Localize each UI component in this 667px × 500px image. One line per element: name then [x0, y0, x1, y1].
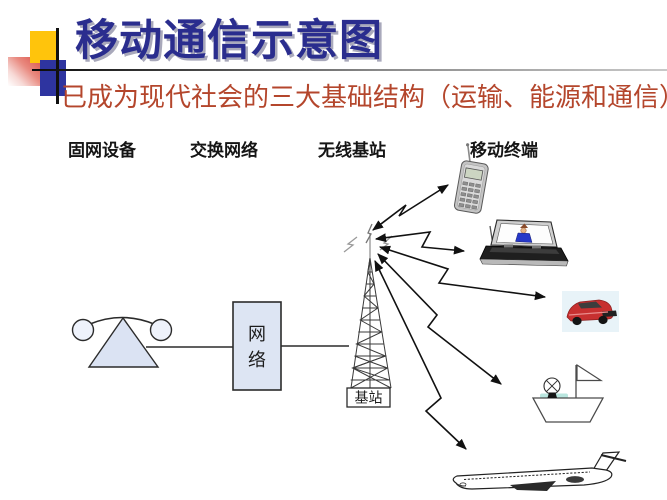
- radio-link-arrows: [372, 184, 547, 450]
- radio-waves-icon: [343, 223, 393, 258]
- mobile-phone-icon: [453, 143, 489, 214]
- page-title: 移动通信示意图: [75, 16, 383, 66]
- boat-icon: [531, 363, 605, 423]
- subtitle: 已成为现代社会的三大基础结构（运输、能源和通信）: [61, 83, 667, 113]
- decor-yellow-square: [30, 31, 58, 63]
- network-switch-box: 网 络: [232, 301, 282, 391]
- label-fixed-network: 固网设备: [68, 141, 136, 161]
- car-icon: [562, 291, 619, 332]
- label-wireless-base-station: 无线基站: [318, 141, 386, 161]
- radio-link-arrow-plane: [374, 259, 467, 450]
- decor-horizontal-rule: [32, 69, 667, 71]
- radio-link-arrow-boat: [377, 253, 502, 385]
- label-switching-network: 交换网络: [190, 141, 258, 161]
- base-station-label: 基站: [355, 390, 383, 407]
- decor-vertical-line: [56, 28, 59, 104]
- network-box-char2: 络: [248, 350, 266, 371]
- label-mobile-terminal: 移动终端: [470, 141, 538, 161]
- base-station-tower: [350, 257, 392, 389]
- network-box-char1: 网: [248, 324, 266, 345]
- fixed-telephone-icon: [71, 316, 173, 368]
- airplane-icon: [452, 451, 627, 491]
- radio-link-arrow-laptop: [374, 231, 466, 255]
- laptop-icon: [479, 219, 569, 267]
- radio-link-arrow-phone: [372, 184, 449, 231]
- decor-blue-square: [40, 60, 66, 96]
- base-station-label-box: 基站: [346, 387, 391, 408]
